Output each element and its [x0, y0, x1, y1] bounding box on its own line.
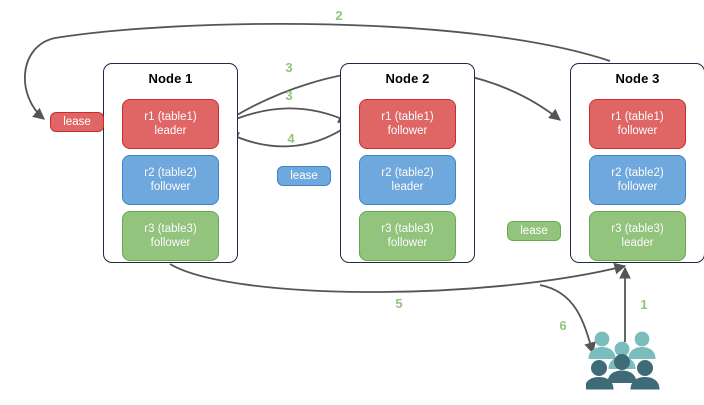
node-title-node1: Node 1 [148, 71, 193, 86]
lease-pill-r2[interactable]: lease [277, 166, 331, 186]
replica-name: r1 (table1) [144, 111, 197, 123]
replica-node2-r2[interactable]: r2 (table2) leader [359, 155, 456, 205]
replica-role: follower [617, 125, 658, 137]
replica-role: leader [391, 181, 424, 193]
replica-node3-r1[interactable]: r1 (table1) follower [589, 99, 686, 149]
node-title-node3: Node 3 [615, 71, 660, 86]
replica-role: follower [617, 181, 658, 193]
edge-label-5: 5 [395, 296, 403, 311]
replica-node3-r3[interactable]: r3 (table3) leader [589, 211, 686, 261]
replica-node2-r1[interactable]: r1 (table1) follower [359, 99, 456, 149]
replica-name: r1 (table1) [381, 111, 434, 123]
lease-pill-r1[interactable]: lease [50, 112, 104, 132]
replica-role: follower [387, 237, 428, 249]
replica-node1-r2[interactable]: r2 (table2) follower [122, 155, 219, 205]
replica-node2-r3[interactable]: r3 (table3) follower [359, 211, 456, 261]
replica-name: r3 (table3) [381, 223, 434, 235]
replica-name: r2 (table2) [611, 167, 664, 179]
node-title-node2: Node 2 [385, 71, 430, 86]
replica-role: leader [621, 237, 654, 249]
lease-pill-r3[interactable]: lease [507, 221, 561, 241]
replica-node1-r3[interactable]: r3 (table3) follower [122, 211, 219, 261]
edge-arrow-5 [169, 262, 627, 293]
edge-label-1: 1 [640, 297, 648, 312]
users-front-row [586, 354, 660, 390]
replica-name: r3 (table3) [611, 223, 664, 235]
replica-role: follower [150, 237, 191, 249]
replica-role: leader [154, 125, 187, 137]
replica-name: r1 (table1) [611, 111, 664, 123]
replica-name: r3 (table3) [144, 223, 197, 235]
edge-arrow-3-short [223, 107, 351, 125]
replica-name: r2 (table2) [144, 167, 197, 179]
edge-label-4: 4 [287, 131, 295, 146]
replica-name: r2 (table2) [381, 167, 434, 179]
edge-label-3-long: 3 [285, 60, 293, 75]
edge-label-3-short: 3 [285, 88, 293, 103]
replica-node1-r1[interactable]: r1 (table1) leader [122, 99, 219, 149]
users-icon [586, 331, 660, 390]
replica-node3-r2[interactable]: r2 (table2) follower [589, 155, 686, 205]
replica-role: follower [387, 125, 428, 137]
replica-role: follower [150, 181, 191, 193]
edge-label-2: 2 [335, 8, 343, 23]
edge-label-6: 6 [559, 318, 567, 333]
